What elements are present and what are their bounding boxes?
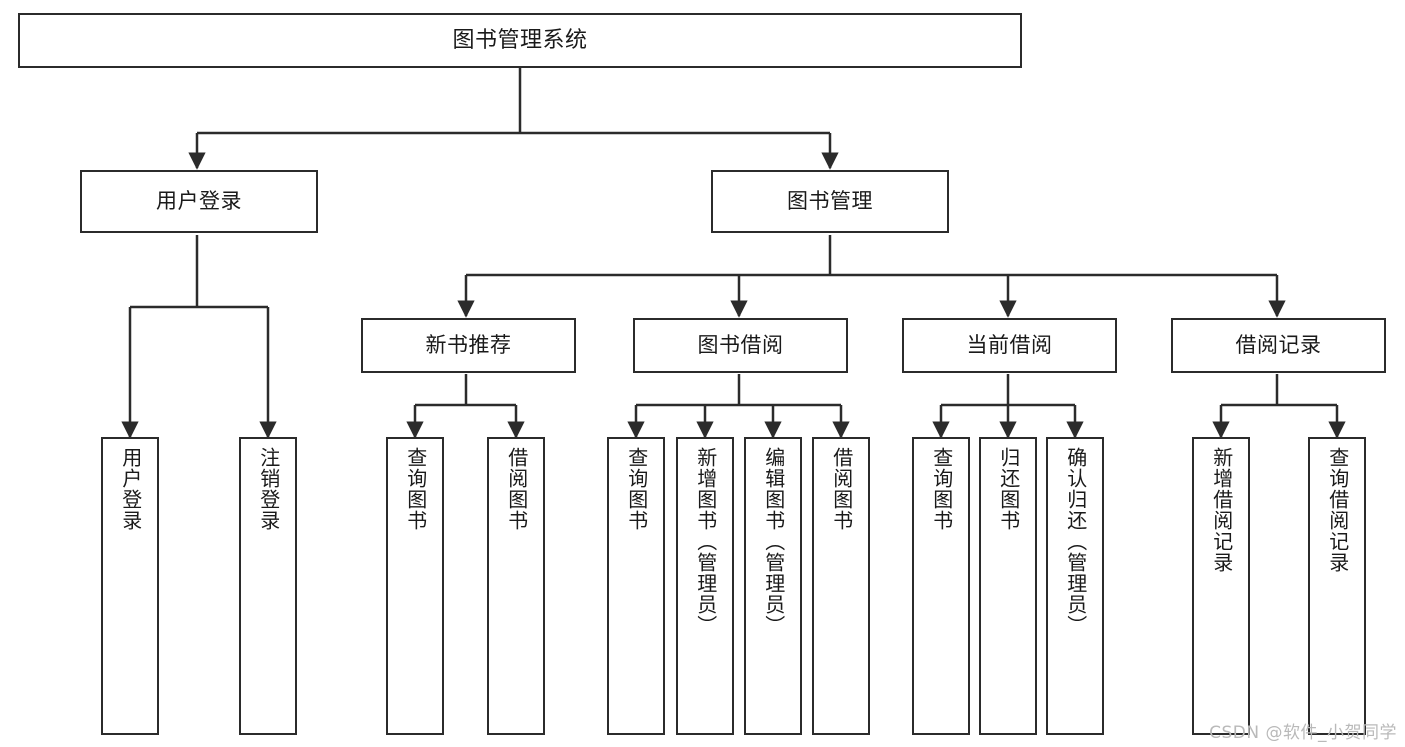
- node-new-book-rec[interactable]: 新书推荐: [361, 318, 576, 373]
- node-leaf-query-book-2[interactable]: 查询图书: [607, 437, 665, 735]
- node-label: 查询图书: [624, 447, 649, 531]
- node-leaf-add-record[interactable]: 新增借阅记录: [1192, 437, 1250, 735]
- node-leaf-confirm-return[interactable]: 确认归还（管理员）: [1046, 437, 1104, 735]
- node-label: 用户登录: [156, 189, 242, 214]
- node-label: 借阅图书: [829, 447, 854, 531]
- node-leaf-return-book[interactable]: 归还图书: [979, 437, 1037, 735]
- node-book-manage[interactable]: 图书管理: [711, 170, 949, 233]
- node-label: 新增借阅记录: [1209, 447, 1234, 573]
- node-borrow-record[interactable]: 借阅记录: [1171, 318, 1386, 373]
- node-label: 查询图书: [403, 447, 428, 531]
- node-label: 确认归还（管理员）: [1063, 447, 1088, 636]
- node-leaf-user-login[interactable]: 用户登录: [101, 437, 159, 735]
- node-label: 查询借阅记录: [1325, 447, 1350, 573]
- node-label: 用户登录: [118, 447, 143, 531]
- node-label: 借阅记录: [1235, 333, 1322, 358]
- node-label: 图书管理系统: [452, 27, 588, 53]
- node-leaf-query-book-3[interactable]: 查询图书: [912, 437, 970, 735]
- node-current-borrow[interactable]: 当前借阅: [902, 318, 1117, 373]
- node-leaf-add-book[interactable]: 新增图书（管理员）: [676, 437, 734, 735]
- node-label: 图书借阅: [697, 333, 784, 358]
- node-leaf-borrow-book-2[interactable]: 借阅图书: [812, 437, 870, 735]
- node-root-system[interactable]: 图书管理系统: [18, 13, 1022, 68]
- node-leaf-query-book-1[interactable]: 查询图书: [386, 437, 444, 735]
- node-label: 归还图书: [996, 447, 1021, 531]
- node-label: 注销登录: [256, 447, 281, 531]
- node-label: 当前借阅: [966, 333, 1053, 358]
- node-label: 新增图书（管理员）: [693, 447, 718, 636]
- node-leaf-query-record[interactable]: 查询借阅记录: [1308, 437, 1366, 735]
- node-leaf-logout[interactable]: 注销登录: [239, 437, 297, 735]
- node-leaf-borrow-book-1[interactable]: 借阅图书: [487, 437, 545, 735]
- node-book-borrow[interactable]: 图书借阅: [633, 318, 848, 373]
- node-user-login[interactable]: 用户登录: [80, 170, 318, 233]
- node-leaf-edit-book[interactable]: 编辑图书（管理员）: [744, 437, 802, 735]
- watermark: CSDN @软件_小贺同学: [1209, 723, 1397, 743]
- node-label: 图书管理: [787, 189, 873, 214]
- node-label: 查询图书: [929, 447, 954, 531]
- node-label: 借阅图书: [504, 447, 529, 531]
- node-label: 编辑图书（管理员）: [761, 447, 786, 636]
- node-label: 新书推荐: [425, 333, 512, 358]
